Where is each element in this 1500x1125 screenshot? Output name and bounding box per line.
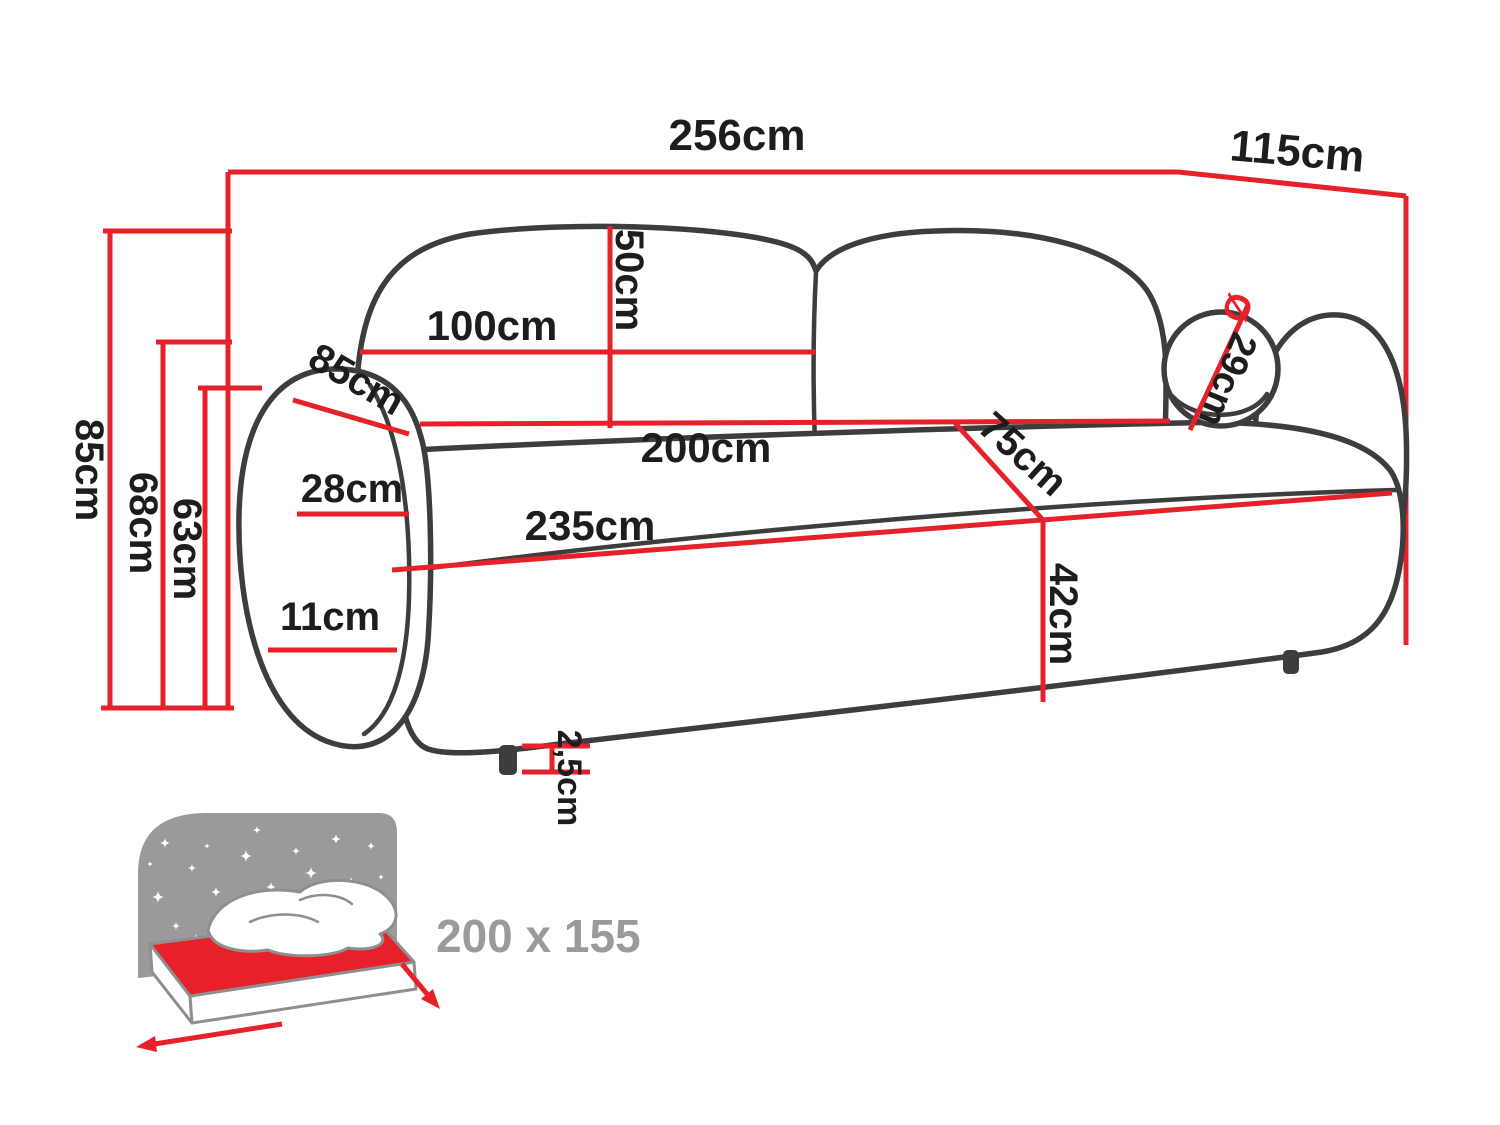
bed-width-arrow-line [147, 1021, 283, 1048]
left-armrest-inner-seam [361, 382, 412, 737]
dim-label-height-backrest: 63cm [165, 498, 209, 600]
bolster-fold [1169, 391, 1270, 418]
sofa-drawing [236, 223, 1410, 775]
bed-width-arrow-head [136, 1036, 157, 1052]
duvet [206, 878, 398, 958]
front-left-leg [499, 745, 517, 775]
dim-line-arm-depth [292, 397, 410, 437]
dim-line-bolster-diameter [1187, 303, 1251, 432]
dim-label-back-cushion-width: 100cm [427, 302, 558, 349]
dim-label-arm-width: 28cm [301, 467, 403, 511]
left-armrest [236, 366, 434, 750]
dim-label-depth-total: 115cm [1228, 121, 1366, 182]
dim-label-base-clearance: 11cm [280, 595, 380, 639]
duvet-fold-2 [298, 893, 354, 906]
sleeping-area-label: 200 x 155 [436, 910, 641, 962]
dimension-lines [268, 226, 1393, 775]
dim-line-depth-total [1177, 169, 1407, 199]
front-right-leg [1283, 650, 1299, 674]
dim-label-seat-width: 200cm [641, 424, 772, 471]
dim-label-seat-height: 42cm [1041, 563, 1085, 665]
dim-line-seat-depth [953, 421, 1045, 522]
sleeping-function-icon: 200 x 155 [136, 813, 641, 1052]
dim-line-seat-width [419, 418, 1171, 427]
duvet-fold-1 [248, 913, 320, 924]
bounding-box-lines [101, 169, 1409, 711]
bed-depth-arrow-head [421, 989, 440, 1009]
seat-front-seam [397, 487, 1399, 575]
dim-label-width-total: 256cm [668, 111, 805, 160]
back-cushions [353, 223, 1169, 463]
dim-label-height-arm: 68cm [121, 472, 165, 574]
seat-and-base [394, 419, 1406, 756]
dim-line-width-front [391, 490, 1393, 573]
dim-label-leg-height: 2,5cm [550, 730, 588, 826]
dim-label-width-front: 235cm [525, 502, 656, 549]
back-cushion-crease [811, 269, 819, 448]
dim-label-back-cushion-height: 50cm [607, 229, 651, 331]
dim-label-height-total: 85cm [67, 419, 111, 521]
